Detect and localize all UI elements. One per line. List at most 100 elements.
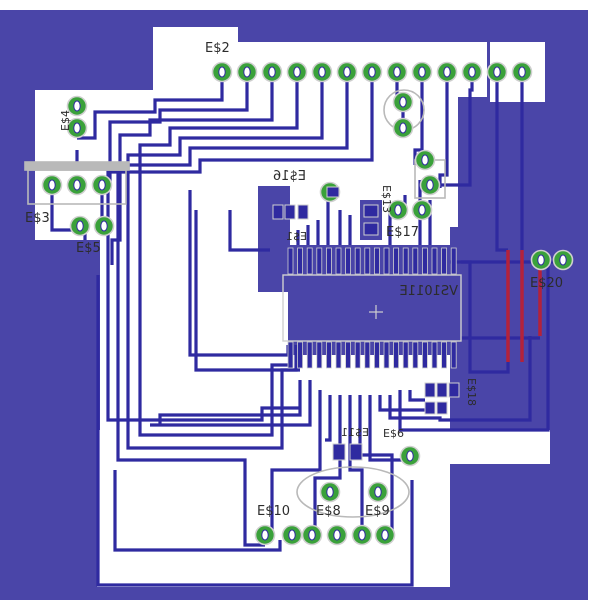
chip-pin-bottom <box>297 341 304 369</box>
pad-e13 <box>414 149 436 171</box>
label-es16: E$16 <box>273 169 306 184</box>
smd-pads <box>272 186 460 461</box>
pad-e10 <box>254 524 276 546</box>
trace <box>425 72 474 187</box>
trace <box>77 72 224 140</box>
chip-pin-bottom <box>306 341 313 369</box>
pad-e5 <box>93 215 115 237</box>
header-e2-pad <box>386 61 408 83</box>
header-e2-pad <box>361 61 383 83</box>
traces <box>50 72 560 587</box>
chip-pin-top <box>345 247 352 275</box>
trace <box>325 395 332 442</box>
header-e2-pad <box>486 61 508 83</box>
trace <box>408 390 425 402</box>
chip-pin-bottom <box>354 341 361 369</box>
label-es20: E$20 <box>530 276 563 291</box>
header-e2-pad <box>461 61 483 83</box>
chip-pin-top <box>325 247 332 275</box>
chip-pin-top <box>450 247 457 275</box>
chip-pin-top <box>441 247 448 275</box>
chip-pin-bottom <box>345 341 352 369</box>
trace <box>110 72 274 265</box>
chip-pin-top <box>373 247 380 275</box>
label-es10: E$10 <box>257 504 290 519</box>
header-e2-pad <box>261 61 283 83</box>
label-es18: E$18 <box>465 378 478 406</box>
label-es8: E$8 <box>316 504 341 519</box>
header-e2-pad <box>211 61 233 83</box>
chip-pin-top <box>421 247 428 275</box>
header-e2-pad <box>511 61 533 83</box>
header-e2-pad <box>286 61 308 83</box>
copper-islands <box>258 186 538 355</box>
label-es11: E$11 <box>341 426 369 439</box>
trace <box>388 336 532 422</box>
chip-pin-top <box>412 247 419 275</box>
trace <box>461 260 510 374</box>
label-es3: E$3 <box>25 211 50 226</box>
pad-e4 <box>66 95 88 117</box>
trace <box>378 395 425 412</box>
trace <box>194 210 298 372</box>
header-e2-pad <box>411 61 433 83</box>
label-es13: E$13 <box>380 185 393 213</box>
trace <box>413 72 424 165</box>
pad-e17 <box>387 199 409 221</box>
trace <box>126 72 324 450</box>
pad-e3 <box>41 174 63 196</box>
chip-pin-top <box>431 247 438 275</box>
trace <box>398 260 550 432</box>
chip-pin-bottom <box>393 341 400 369</box>
chip-pin-bottom <box>450 341 457 369</box>
chip-pin-top <box>306 247 313 275</box>
pad-crystal <box>367 481 389 503</box>
pad-e10 <box>281 524 303 546</box>
trace <box>313 395 342 535</box>
chip-pins <box>287 247 457 369</box>
pad-e3 <box>91 174 113 196</box>
trace <box>228 210 270 252</box>
chip-pin-top <box>402 247 409 275</box>
trace <box>495 72 508 252</box>
chip-pin-top <box>287 247 294 275</box>
chip-pin-top <box>335 247 342 275</box>
chip-pin-bottom <box>431 341 438 369</box>
label-es4: E$4 <box>59 110 72 131</box>
chip-pin-bottom <box>402 341 409 369</box>
pad-e9 <box>374 524 396 546</box>
label-es17: E$17 <box>386 225 419 240</box>
chip-pin-bottom <box>441 341 448 369</box>
pad-crystal <box>319 481 341 503</box>
pad-e3 <box>66 174 88 196</box>
chip-pin-bottom <box>364 341 371 369</box>
trace <box>270 390 322 535</box>
label-es2: E$2 <box>205 41 230 56</box>
pad-e20 <box>552 249 574 271</box>
ic-vs1011e: VS1011E <box>282 247 462 369</box>
label-es1: E$1 <box>286 230 307 243</box>
chip-pin-bottom <box>383 341 390 369</box>
chip-pin-top <box>297 247 304 275</box>
chip-pin-top <box>364 247 371 275</box>
header-e2-pad <box>436 61 458 83</box>
chip-pin-top <box>383 247 390 275</box>
pads <box>41 61 574 546</box>
trace <box>96 275 414 587</box>
label-es5: E$5 <box>76 241 101 256</box>
trace <box>138 72 299 437</box>
header-e2-pad <box>236 61 258 83</box>
chip-pin-top <box>393 247 400 275</box>
trace <box>113 470 282 552</box>
chip-pin-top <box>354 247 361 275</box>
trace <box>106 72 374 422</box>
chip-pin-bottom <box>421 341 428 369</box>
trace <box>358 395 394 535</box>
chip-pin-bottom <box>287 341 294 369</box>
pad-e1 <box>392 117 414 139</box>
pad-e9 <box>351 524 373 546</box>
chip-pin-top <box>316 247 323 275</box>
header-e2-pad <box>311 61 333 83</box>
pad-e4 <box>66 117 88 139</box>
